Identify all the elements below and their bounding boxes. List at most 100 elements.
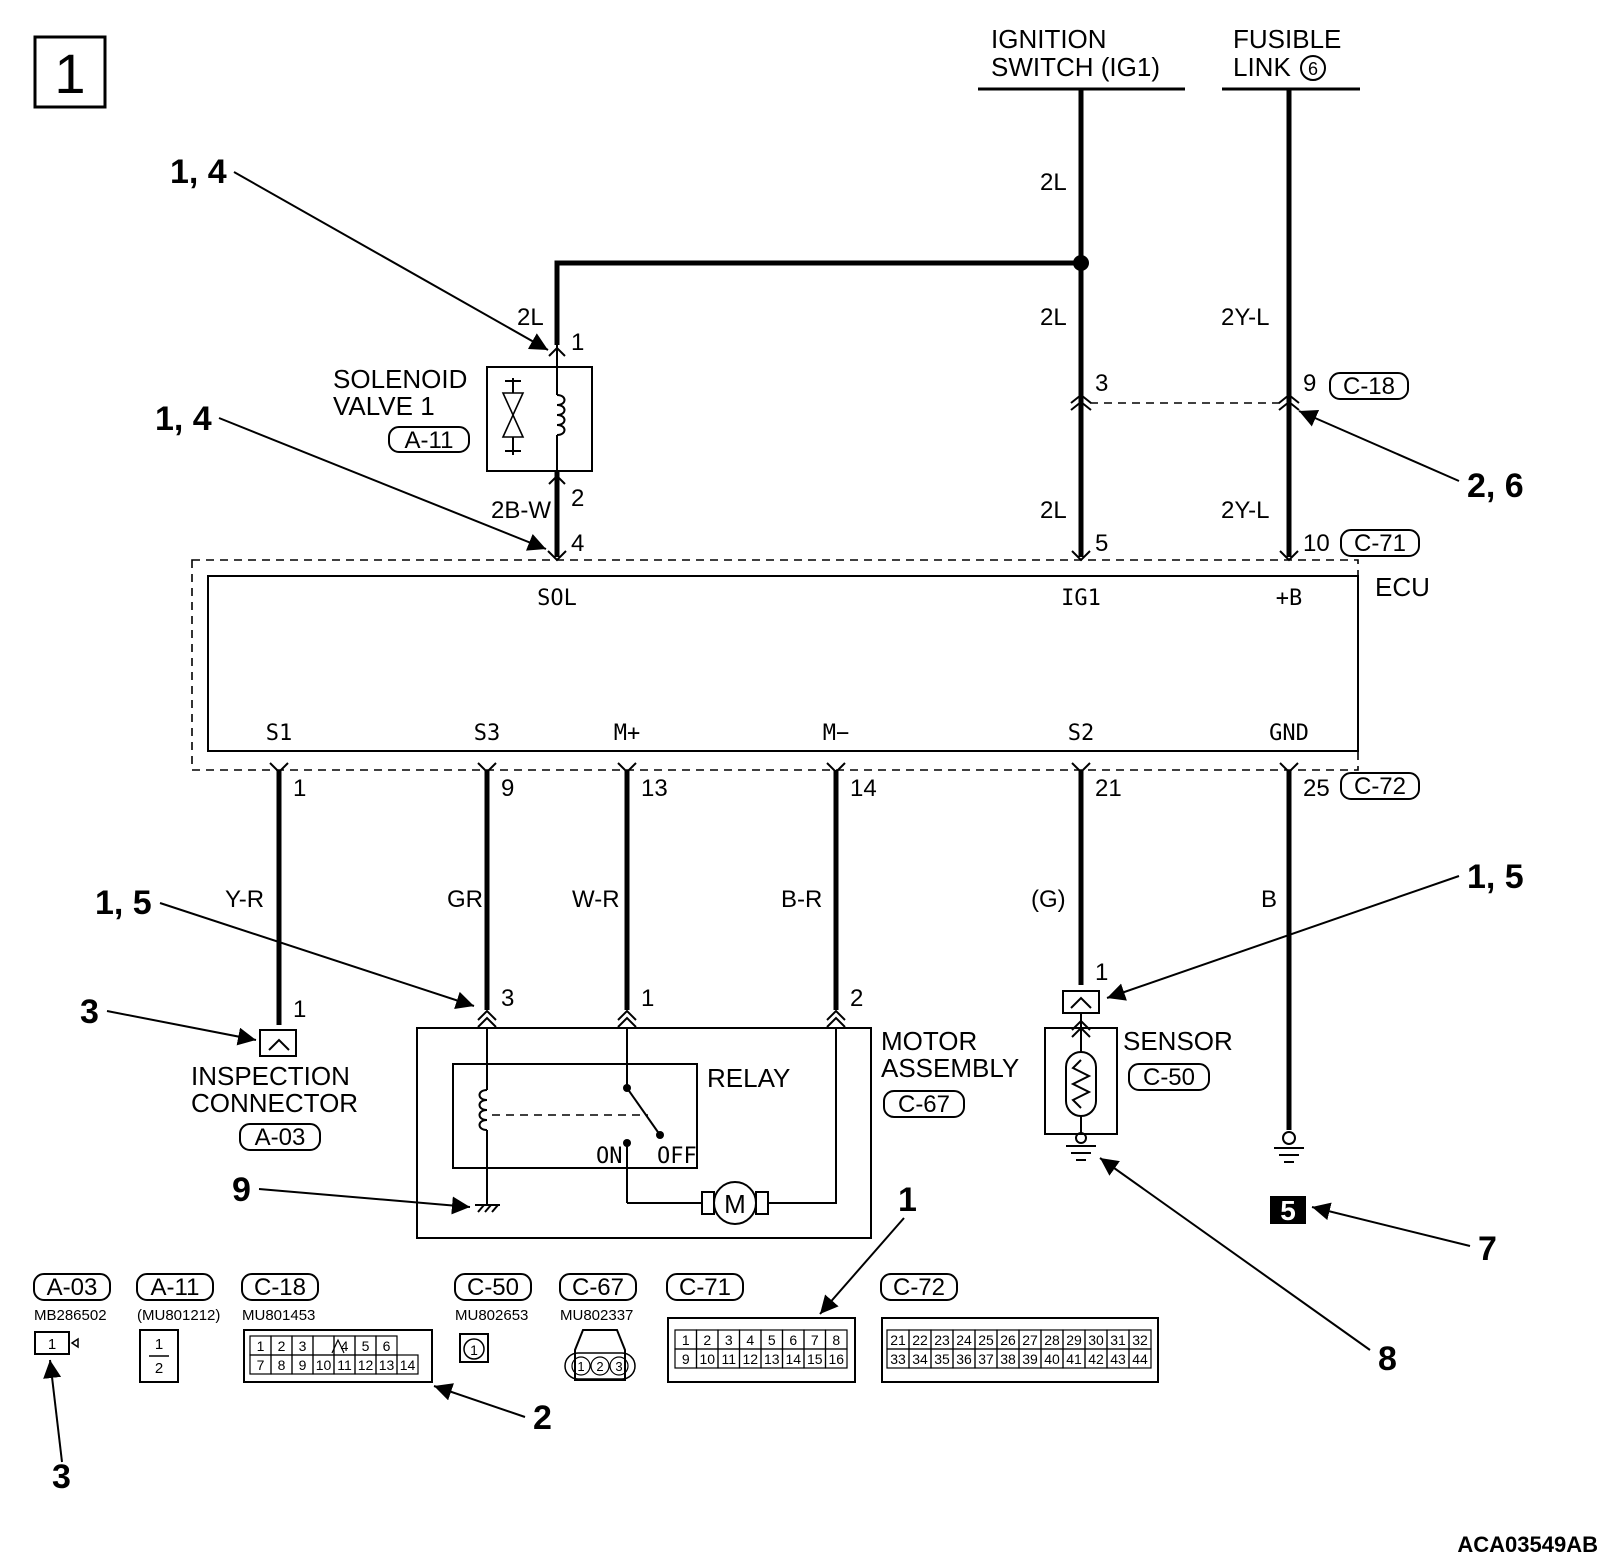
pin-c18-fl: 9 xyxy=(1303,370,1316,397)
connector-c50-tag: C-50 xyxy=(1143,1064,1195,1091)
face-c72 xyxy=(881,1317,1159,1383)
callout-relay-gnd: 9 xyxy=(232,1171,251,1209)
legend-tag-box xyxy=(136,1273,214,1301)
callout-ground: 7 xyxy=(1478,1230,1497,1268)
relay-box xyxy=(452,1063,698,1169)
face-c71-pin: 16 xyxy=(828,1351,844,1367)
ecu-term-s3: S3 xyxy=(474,721,501,746)
face-a11-pin: 1 xyxy=(155,1336,163,1353)
legend-tag-box xyxy=(454,1273,532,1301)
motor-label-line1: MOTOR xyxy=(881,1026,977,1056)
sensor-label: SENSOR xyxy=(1123,1026,1233,1056)
face-c72-pin: 39 xyxy=(1022,1351,1038,1367)
face-c67-pin: 2 xyxy=(596,1359,603,1374)
face-c71-pin: 9 xyxy=(682,1351,690,1367)
solenoid-label-line2: VALVE 1 xyxy=(333,391,435,421)
pin-c18-ig: 3 xyxy=(1095,370,1108,397)
inspection-label-line1: INSPECTION xyxy=(191,1061,350,1091)
ecu-top-pins: 4 5 10 C-71 xyxy=(547,529,1420,562)
pin-ecu-b: 10 xyxy=(1303,530,1330,557)
face-c71-pin: 2 xyxy=(703,1332,711,1348)
face-c72-pin: 22 xyxy=(912,1332,928,1348)
legend-part-number: (MU801212) xyxy=(137,1307,220,1324)
wire-code-ig-mid: 2L xyxy=(1040,304,1067,331)
wire-code-gnd: B xyxy=(1261,886,1277,913)
inspection-connector: 1 INSPECTION CONNECTOR A-03 xyxy=(191,996,358,1151)
face-c50 xyxy=(459,1333,489,1363)
ignition-label-line1: IGNITION xyxy=(991,24,1107,54)
connector-c18-junction: 3 9 C-18 xyxy=(1070,370,1409,411)
face-c72-pin: 29 xyxy=(1066,1332,1082,1348)
connector-c18-tag: C-18 xyxy=(1343,373,1395,400)
callout-c18: 2, 6 xyxy=(1467,467,1524,505)
callouts: 1, 4 1, 4 2, 6 1, 5 1, 5 3 9 7 8 1 2 3 xyxy=(43,153,1524,1496)
face-c18-pin: 3 xyxy=(299,1338,307,1354)
face-c18-pin: 8 xyxy=(278,1357,286,1373)
wire-code-fl-low: 2Y-L xyxy=(1221,497,1270,524)
ecu-term-gnd: GND xyxy=(1269,721,1309,746)
wire-code-ig-low: 2L xyxy=(1040,497,1067,524)
ecu-term-sol: SOL xyxy=(537,586,577,611)
face-c18-pin: 6 xyxy=(383,1338,391,1354)
legend-part-number: MU802653 xyxy=(455,1307,528,1324)
legend-code: C-67 xyxy=(572,1274,624,1301)
ecu-bottom-wires: 1 9 13 14 21 25 C-72 xyxy=(269,762,1420,1130)
motor-assembly: 3 1 2 MOTOR ASSEMBLY C-67 RELAY ON OFF M xyxy=(416,985,1019,1239)
face-c71-pin: 6 xyxy=(789,1332,797,1348)
face-c72-pin: 27 xyxy=(1022,1332,1038,1348)
pin-sensor: 1 xyxy=(1095,959,1108,986)
face-c72-pin: 40 xyxy=(1044,1351,1060,1367)
face-c72-pin: 43 xyxy=(1110,1351,1126,1367)
face-c71 xyxy=(667,1317,856,1383)
face-c18-pin: 2 xyxy=(278,1338,286,1354)
fusible-label-line1: FUSIBLE xyxy=(1233,24,1341,54)
face-c72-pin: 28 xyxy=(1044,1332,1060,1348)
relay-label: RELAY xyxy=(707,1063,790,1093)
face-c18-pin: 14 xyxy=(400,1357,416,1373)
connector-a03-tag: A-03 xyxy=(255,1124,306,1151)
face-c72-pin: 31 xyxy=(1110,1332,1126,1348)
face-c71-pin: 12 xyxy=(742,1351,758,1367)
callout-motor: 1, 5 xyxy=(95,884,152,922)
legend-part-number: MB286502 xyxy=(34,1307,107,1324)
face-c71-pin: 10 xyxy=(699,1351,715,1367)
pin-motor-mm: 2 xyxy=(850,985,863,1012)
ecu-term-s1: S1 xyxy=(266,721,293,746)
face-c18-pin: 4 xyxy=(341,1338,349,1354)
ecu-block: ECU SOL IG1 +B S1 S3 M+ M− S2 GND xyxy=(191,559,1430,771)
callout-sensor-gnd: 8 xyxy=(1378,1340,1397,1378)
pin-ecu-ig: 5 xyxy=(1095,530,1108,557)
face-c18-pin: 1 xyxy=(257,1338,265,1354)
pin-ecu-s1: 1 xyxy=(293,775,306,802)
face-c71-pin: 3 xyxy=(725,1332,733,1348)
face-c50-pin: 1 xyxy=(470,1342,478,1358)
face-c72-pin: 33 xyxy=(890,1351,906,1367)
wire-code-s2: (G) xyxy=(1031,886,1066,913)
face-c72-pin: 37 xyxy=(978,1351,994,1367)
connector-a11-tag: A-11 xyxy=(405,427,454,454)
face-c72-pin: 32 xyxy=(1132,1332,1148,1348)
connector-c72-tag: C-72 xyxy=(1354,773,1406,800)
pin-ecu-gnd: 25 xyxy=(1303,775,1330,802)
diagram-number: 1 xyxy=(54,42,85,105)
ignition-switch-source: IGNITION SWITCH (IG1) xyxy=(978,24,1185,91)
face-c72-pin: 30 xyxy=(1088,1332,1104,1348)
face-c18-pin: 7 xyxy=(257,1357,265,1373)
face-a11-pin: 2 xyxy=(155,1360,163,1377)
ecu-ground: 5 xyxy=(1270,1131,1306,1226)
motor-label-line2: ASSEMBLY xyxy=(881,1053,1019,1083)
legend-part-number: MU801453 xyxy=(242,1307,315,1324)
callout-sol-in: 1, 4 xyxy=(170,153,227,191)
ecu-term-s2: S2 xyxy=(1068,721,1095,746)
pin-sol-1: 1 xyxy=(571,329,584,356)
ecu-term-mminus: M− xyxy=(823,721,850,746)
wire-code-sol-in: 2L xyxy=(517,304,544,331)
solenoid-label-line1: SOLENOID xyxy=(333,364,467,394)
callout-sol-out: 1, 4 xyxy=(155,400,212,438)
relay-on-label: ON xyxy=(596,1144,623,1169)
fusible-label-line2: LINK xyxy=(1233,52,1291,82)
face-c18-pin: 11 xyxy=(337,1357,352,1373)
callout-c71: 1 xyxy=(898,1181,917,1219)
face-c71-pin: 7 xyxy=(811,1332,819,1348)
pin-sol-2: 2 xyxy=(571,485,584,512)
